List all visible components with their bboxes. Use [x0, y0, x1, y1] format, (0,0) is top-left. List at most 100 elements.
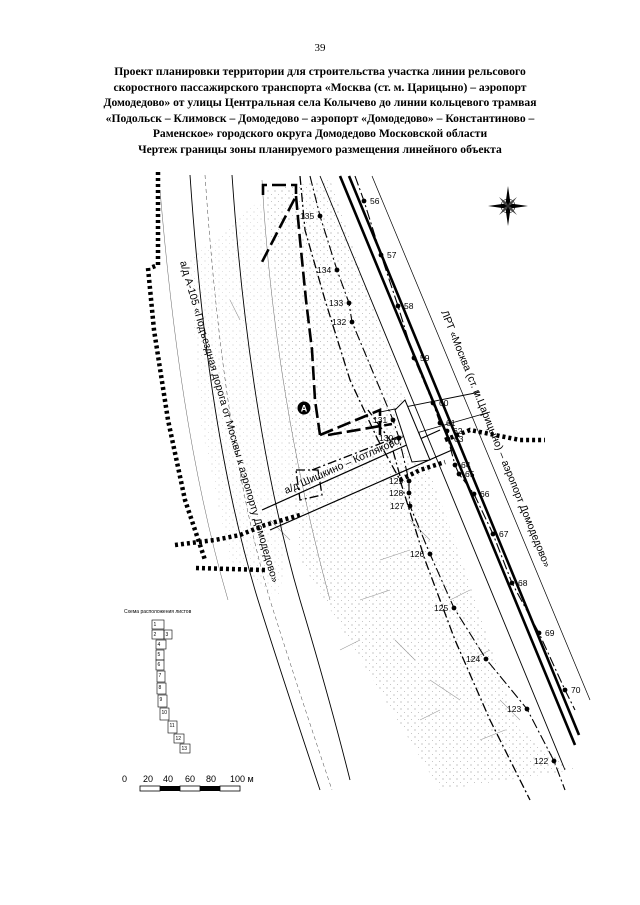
title-line: Чертеж границы зоны планируемого размеще…	[138, 142, 502, 156]
survey-point	[444, 428, 450, 434]
inset-sheet-frame	[151, 619, 165, 630]
inset-sheet-number: 6	[158, 662, 161, 668]
survey-point	[509, 580, 515, 586]
survey-point-label: 63	[454, 434, 464, 444]
survey-points-left: 135 134 133 132 131 130 129 128 127 126 125 124 123 1…	[300, 175, 566, 791]
survey-point-label: 126	[410, 549, 424, 559]
survey-point	[445, 436, 451, 442]
inset-sheet-frame	[173, 733, 185, 744]
page-number: 39	[314, 42, 326, 54]
survey-point-label: 130	[379, 433, 393, 443]
survey-point	[406, 490, 412, 496]
inset-sheet-number: 8	[159, 685, 162, 691]
survey-point-label: 132	[332, 317, 346, 327]
survey-point-label: 134	[317, 265, 331, 275]
survey-point-label: 129	[389, 476, 403, 486]
title-line: Проект планировки территории для строите…	[114, 65, 526, 78]
survey-point	[406, 478, 412, 484]
survey-point-label: 133	[329, 298, 343, 308]
survey-point	[378, 252, 384, 258]
survey-point	[334, 267, 340, 273]
survey-point	[395, 303, 401, 309]
survey-point	[452, 462, 458, 468]
scale-tick-0: 0	[122, 774, 127, 784]
scale-tick-100: 100 м	[230, 774, 254, 784]
survey-point-label: 64	[461, 460, 471, 470]
survey-point-label: 56	[370, 196, 380, 206]
marker-a-label: А	[301, 404, 308, 414]
inset-sheet-number: 10	[162, 710, 168, 716]
survey-point-label: 70	[571, 685, 581, 695]
survey-point	[490, 531, 496, 537]
survey-point-label: 61	[446, 418, 456, 428]
survey-point	[430, 400, 436, 406]
inset-sheet-number: 5	[158, 652, 161, 658]
title-block: Проект планировки территории для строите…	[90, 64, 550, 158]
inset-sheet-number: 13	[182, 746, 188, 752]
survey-point-label: 58	[404, 301, 414, 311]
title-line: Домодедово» от улицы Центральная села Ко…	[103, 96, 537, 110]
inset-sheet-number: 7	[159, 673, 162, 679]
survey-point	[361, 198, 367, 204]
title-line: скоростного пассажирского транспорта «Мо…	[113, 80, 527, 94]
terrain-strokes	[229, 299, 521, 741]
inset-sheet-number: 12	[176, 736, 182, 742]
survey-point	[407, 503, 413, 509]
scale-tick-40: 40	[163, 774, 173, 784]
road-a105	[159, 174, 351, 791]
survey-point	[437, 420, 443, 426]
marker-a: А	[297, 401, 311, 415]
scale-tick-20: 20	[143, 774, 153, 784]
inset-title: Схема расположения листов	[124, 609, 192, 615]
survey-point	[451, 605, 457, 611]
survey-point-label: 62	[453, 426, 463, 436]
inset-sheet-frame	[163, 629, 173, 640]
survey-point	[483, 656, 489, 662]
left-centreline	[309, 175, 566, 791]
scale-tick-80: 80	[206, 774, 216, 784]
survey-point	[349, 319, 355, 325]
survey-point-label: 67	[499, 529, 509, 539]
survey-point-label: 127	[390, 501, 404, 511]
inset-sheet-frame	[157, 694, 168, 708]
inset-sheet-frame	[155, 659, 165, 671]
survey-point-label: 66	[480, 489, 490, 499]
inset-sheet-frame	[156, 670, 166, 683]
inset-sheet-number: 11	[170, 723, 175, 729]
scale-tick-60: 60	[185, 774, 195, 784]
inset-sheet-number: 1	[154, 622, 157, 628]
survey-point-label: 135	[300, 211, 314, 221]
survey-point-label: 59	[420, 353, 430, 363]
survey-point	[562, 687, 568, 693]
survey-point	[346, 300, 352, 306]
inset-sheet-number: 9	[160, 697, 163, 703]
survey-point-label: 123	[507, 704, 521, 714]
title-line: Раменское» городского округа Домодедово …	[152, 127, 488, 141]
road-shishkino	[261, 391, 491, 531]
survey-point-label: 65	[465, 469, 475, 479]
survey-point	[411, 355, 417, 361]
survey-point-label: 122	[534, 756, 548, 766]
survey-point-label: 57	[387, 250, 397, 260]
title-line: «Подольск – Климовск – Домодедово – аэро…	[105, 111, 535, 125]
survey-point	[390, 417, 396, 423]
inset-sheet-frame	[155, 639, 167, 650]
survey-point-label: 124	[466, 654, 480, 664]
survey-point-label: 131	[373, 415, 387, 425]
inset-sheet-number: 4	[158, 642, 161, 648]
territory-boundary	[260, 183, 393, 440]
survey-point-label: 128	[389, 488, 403, 498]
survey-point-label: 68	[518, 578, 528, 588]
inset-sheet-frame	[179, 743, 191, 754]
survey-point	[396, 435, 402, 441]
survey-point	[317, 213, 323, 219]
survey-point	[524, 706, 530, 712]
survey-point-label: 125	[434, 603, 448, 613]
survey-point-label: 69	[545, 628, 555, 638]
survey-point-label: 60	[439, 398, 449, 408]
